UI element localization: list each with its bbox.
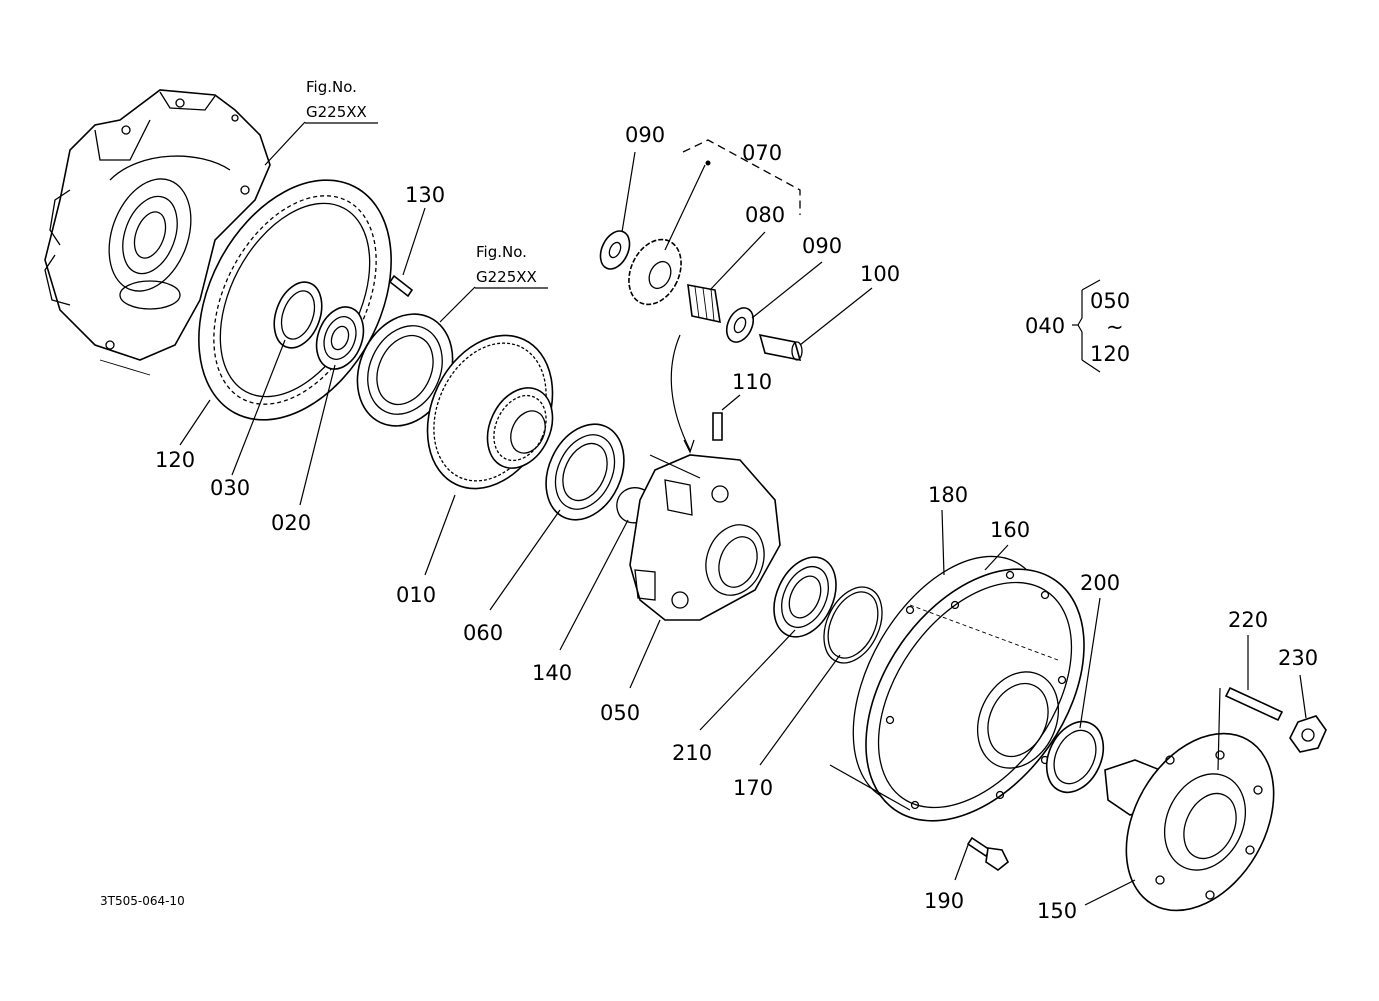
- callout-090-top[interactable]: 090: [625, 123, 665, 147]
- callout-120[interactable]: 120: [155, 448, 195, 472]
- callout-190[interactable]: 190: [924, 889, 964, 913]
- cover-160: [865, 568, 1085, 822]
- bearing-020: [315, 306, 365, 370]
- callout-150[interactable]: 150: [1037, 899, 1077, 923]
- bearing-210: [773, 556, 837, 638]
- transmission-housing: [44, 89, 271, 361]
- fig-ref-2-line1[interactable]: Fig.No.: [476, 243, 527, 261]
- pin-130: [388, 274, 414, 298]
- gear-010: [426, 334, 554, 490]
- callout-050[interactable]: 050: [600, 701, 640, 725]
- callout-040[interactable]: 040: [1025, 314, 1065, 338]
- callout-030[interactable]: 030: [210, 476, 250, 500]
- callout-140[interactable]: 140: [532, 661, 572, 685]
- callout-090-right[interactable]: 090: [802, 234, 842, 258]
- callout-010[interactable]: 010: [396, 583, 436, 607]
- group-040-from: 050: [1090, 289, 1130, 313]
- callout-220[interactable]: 220: [1228, 608, 1268, 632]
- needle-bearing-080: [687, 284, 721, 324]
- callout-020[interactable]: 020: [271, 511, 311, 535]
- callout-230[interactable]: 230: [1278, 646, 1318, 670]
- callout-180[interactable]: 180: [928, 483, 968, 507]
- thrust-washer-030: [273, 281, 323, 349]
- bearing-large: [356, 313, 454, 427]
- leader-lines: [99, 121, 1307, 906]
- bearing-060: [545, 423, 625, 521]
- callout-070[interactable]: 070: [742, 141, 782, 165]
- pin-110: [712, 412, 723, 441]
- group-040-tilde: ~: [1106, 315, 1124, 339]
- seal-200: [1045, 720, 1105, 794]
- nut-230: [1289, 715, 1327, 753]
- flange-150: [1104, 732, 1275, 912]
- washer-090-right: [725, 307, 755, 343]
- callout-100[interactable]: 100: [860, 262, 900, 286]
- callout-060[interactable]: 060: [463, 621, 503, 645]
- shaft-100: [758, 333, 803, 362]
- bolt-190: [966, 836, 1010, 871]
- group-bracket-070: [682, 139, 801, 215]
- callout-200[interactable]: 200: [1080, 571, 1120, 595]
- callout-130[interactable]: 130: [405, 183, 445, 207]
- drawing-code: 3T505-064-10: [100, 894, 185, 908]
- stud-220: [1224, 686, 1284, 722]
- group-040-to: 120: [1090, 342, 1130, 366]
- fig-ref-1-line2[interactable]: G225XX: [306, 103, 367, 121]
- fig-ref-1-line1[interactable]: Fig.No.: [306, 78, 357, 96]
- callout-170[interactable]: 170: [733, 776, 773, 800]
- callout-080[interactable]: 080: [745, 203, 785, 227]
- fig-ref-2-line2[interactable]: G225XX: [476, 268, 537, 286]
- callout-110[interactable]: 110: [732, 370, 772, 394]
- carrier-050: [629, 454, 781, 621]
- callout-210[interactable]: 210: [672, 741, 712, 765]
- callout-160[interactable]: 160: [990, 518, 1030, 542]
- group-bracket-040: [1072, 279, 1101, 373]
- washer-090-left: [599, 230, 631, 270]
